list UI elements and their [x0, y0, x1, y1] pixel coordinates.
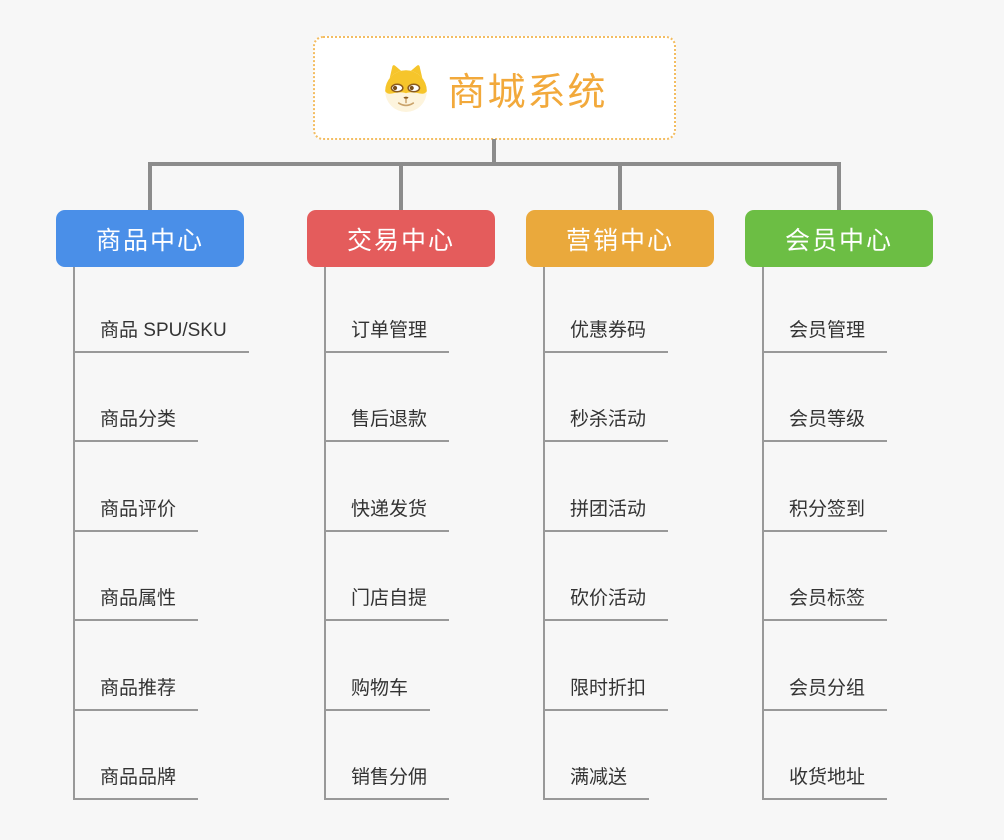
child-topic[interactable]: 商品品牌 — [73, 765, 199, 800]
connector-horizontal-rail — [148, 162, 841, 166]
connector-root-stem — [492, 139, 496, 164]
child-topic[interactable]: 会员分组 — [762, 676, 888, 711]
connector-drop-branch-0 — [148, 162, 152, 212]
branch-node-branch-0[interactable]: 商品中心 — [56, 210, 244, 267]
connector-drop-branch-2 — [618, 162, 622, 212]
child-topic[interactable]: 积分签到 — [762, 497, 888, 532]
child-topic[interactable]: 商品推荐 — [73, 676, 199, 711]
connector-drop-branch-3 — [837, 162, 841, 212]
child-topic[interactable]: 优惠券码 — [543, 318, 669, 353]
tree-line-branch-1 — [324, 267, 326, 800]
child-topic[interactable]: 销售分佣 — [324, 765, 450, 800]
child-topic[interactable]: 拼团活动 — [543, 497, 669, 532]
child-topic[interactable]: 秒杀活动 — [543, 407, 669, 443]
child-topic[interactable]: 快递发货 — [324, 497, 450, 532]
tree-line-branch-2 — [543, 267, 545, 800]
child-topic[interactable]: 商品 SPU/SKU — [73, 318, 249, 353]
root-title: 商城系统 — [447, 71, 608, 114]
child-topic[interactable]: 商品分类 — [73, 407, 199, 443]
child-topic[interactable]: 会员标签 — [762, 586, 888, 622]
dog-face-icon — [385, 65, 428, 112]
child-topic[interactable]: 门店自提 — [324, 586, 450, 622]
connector-drop-branch-1 — [399, 162, 403, 212]
child-topic[interactable]: 会员管理 — [762, 318, 888, 353]
tree-line-branch-0 — [73, 267, 75, 800]
child-topic[interactable]: 售后退款 — [324, 407, 450, 443]
child-topic[interactable]: 满减送 — [543, 765, 650, 800]
child-topic[interactable]: 购物车 — [324, 676, 431, 711]
child-topic[interactable]: 收货地址 — [762, 765, 888, 800]
child-topic[interactable]: 商品属性 — [73, 586, 199, 622]
child-topic[interactable]: 订单管理 — [324, 318, 450, 353]
branch-node-branch-3[interactable]: 会员中心 — [745, 210, 933, 267]
child-topic[interactable]: 砍价活动 — [543, 586, 669, 622]
child-topic[interactable]: 商品评价 — [73, 497, 199, 532]
tree-line-branch-3 — [762, 267, 764, 800]
child-topic[interactable]: 会员等级 — [762, 407, 888, 443]
branch-node-branch-1[interactable]: 交易中心 — [307, 210, 495, 267]
root-node-mall-system[interactable]: 商城系统 — [313, 36, 676, 140]
branch-node-branch-2[interactable]: 营销中心 — [526, 210, 714, 267]
child-topic[interactable]: 限时折扣 — [543, 676, 669, 711]
